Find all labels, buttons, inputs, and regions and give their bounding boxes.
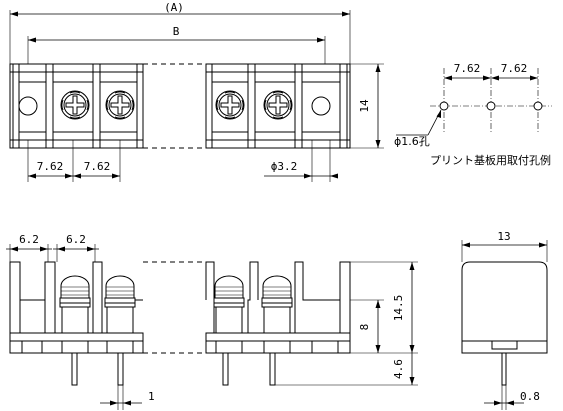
pcb-hole-3 [533, 101, 543, 111]
pcb-hole-size-label: ϕ1.6孔 [394, 135, 430, 148]
front-view: 6.2 6.2 [6, 233, 418, 410]
body-height-label: 8 [358, 324, 371, 331]
top-view: (A) B [9, 1, 384, 182]
pitch-left-1-label: 7.62 [37, 160, 64, 173]
pitch-span-label: B [173, 25, 180, 38]
pitch-left-2-label: 7.62 [84, 160, 111, 173]
side-width-label: 13 [497, 230, 510, 243]
pin-width-label: 1 [148, 390, 155, 403]
side-view: 13 0.8 [461, 230, 548, 410]
pcb-hole-layout: 7.62 7.62 ϕ1.6孔 プリント基板用取付孔例 [394, 62, 552, 167]
height-label: 14 [358, 99, 371, 113]
end-hole-left [18, 96, 38, 116]
hole-diameter-label: ϕ3.2 [271, 160, 298, 173]
overall-length-label: (A) [164, 1, 184, 14]
pcb-hole-2 [486, 101, 496, 111]
front-width-2-label: 6.2 [66, 233, 86, 246]
total-height-label: 14.5 [392, 295, 405, 322]
end-hole-right [311, 96, 331, 116]
pin-thickness-label: 0.8 [520, 390, 540, 403]
pcb-caption: プリント基板用取付孔例 [430, 153, 551, 167]
pcb-hole-1 [439, 101, 449, 111]
pcb-pitch-1-label: 7.62 [454, 62, 481, 75]
pcb-pitch-2-label: 7.62 [501, 62, 528, 75]
pin-length-label: 4.6 [392, 359, 405, 379]
front-width-1-label: 6.2 [19, 233, 39, 246]
